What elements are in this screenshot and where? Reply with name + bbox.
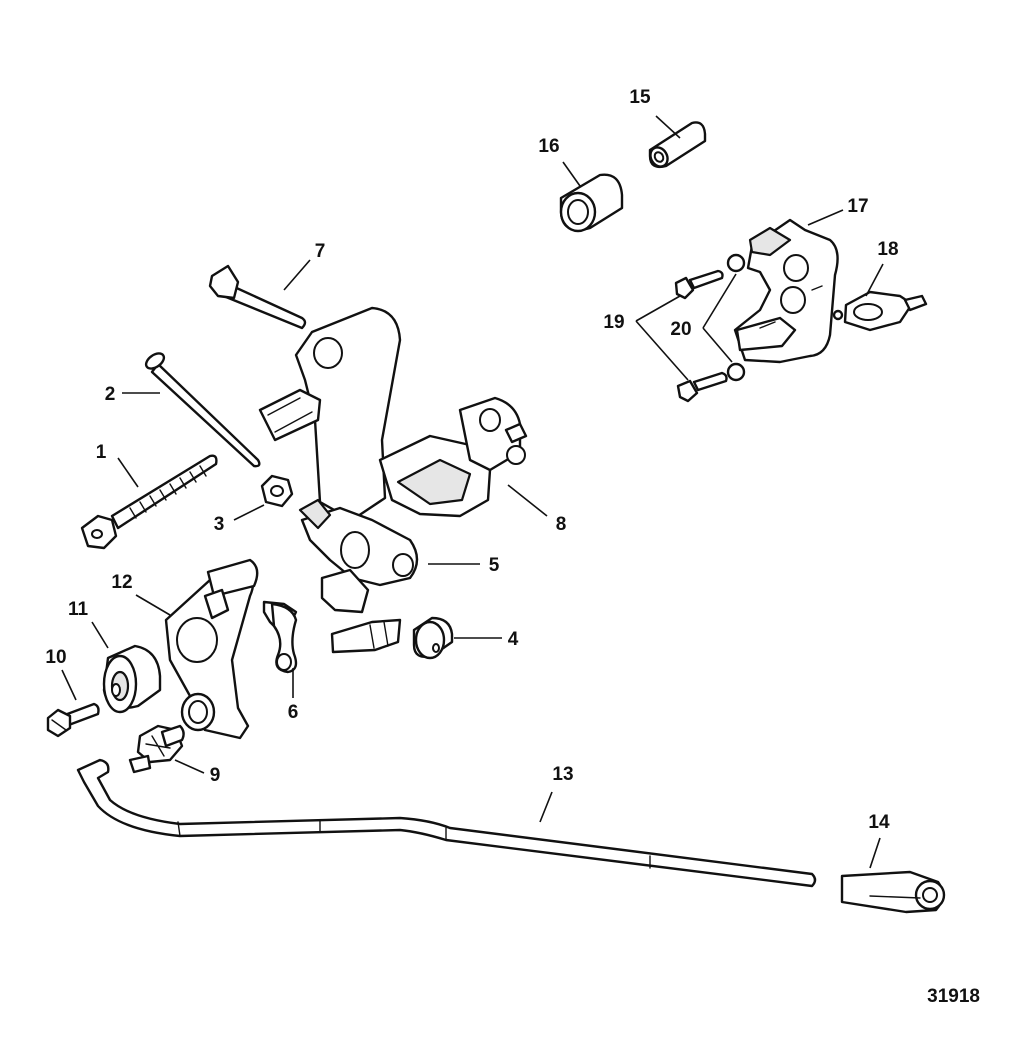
callout-13: 13 [552, 764, 573, 785]
callout-19: 19 [603, 312, 624, 333]
callout-7: 7 [315, 241, 326, 262]
callout-labels: 1 2 3 4 5 6 7 8 9 10 11 12 13 14 15 16 1… [45, 87, 898, 833]
callout-3: 3 [214, 514, 225, 535]
callout-9: 9 [210, 765, 221, 786]
callout-18: 18 [877, 239, 898, 260]
part-4-sleeve [412, 616, 454, 660]
part-20-washer-lower [726, 362, 746, 382]
callout-15: 15 [629, 87, 651, 108]
part-7-bolt [208, 264, 307, 330]
callout-1: 1 [96, 442, 107, 463]
callout-2: 2 [105, 384, 116, 405]
part-16-bushing [559, 173, 624, 233]
callout-16: 16 [538, 136, 559, 157]
figure-id: 31918 [927, 986, 980, 1007]
part-18-clip [832, 290, 928, 332]
part-20-washer-upper [726, 253, 746, 273]
part-19-bolt-upper [674, 269, 724, 300]
callout-8: 8 [556, 514, 567, 535]
part-11-pulley [102, 644, 162, 714]
part-17-bracket [733, 218, 839, 364]
part-9-ball-joint [128, 724, 185, 774]
leader-lines [61, 115, 884, 869]
callout-4: 4 [508, 629, 519, 650]
part-8-clamp [378, 396, 528, 518]
part-19-bolt-lower [676, 371, 728, 403]
part-3-nut [260, 474, 294, 508]
part-6-spring-clip [262, 600, 298, 674]
part-15-sleeve [648, 121, 707, 169]
part-10-screw [46, 702, 100, 738]
callout-14: 14 [868, 812, 890, 833]
part-14-rod-end [840, 870, 946, 914]
callout-11: 11 [68, 599, 89, 620]
callout-6: 6 [288, 702, 299, 723]
part-5-arm-assembly [258, 306, 419, 654]
part-1-threaded-bolt [80, 454, 218, 550]
callout-5: 5 [489, 555, 500, 576]
callout-12: 12 [111, 572, 132, 593]
callout-17: 17 [847, 196, 868, 217]
callout-20: 20 [670, 319, 691, 340]
part-13-rod [76, 758, 817, 888]
part-12-lever [164, 558, 259, 740]
callout-10: 10 [45, 647, 66, 668]
part-2-pin [144, 352, 261, 468]
